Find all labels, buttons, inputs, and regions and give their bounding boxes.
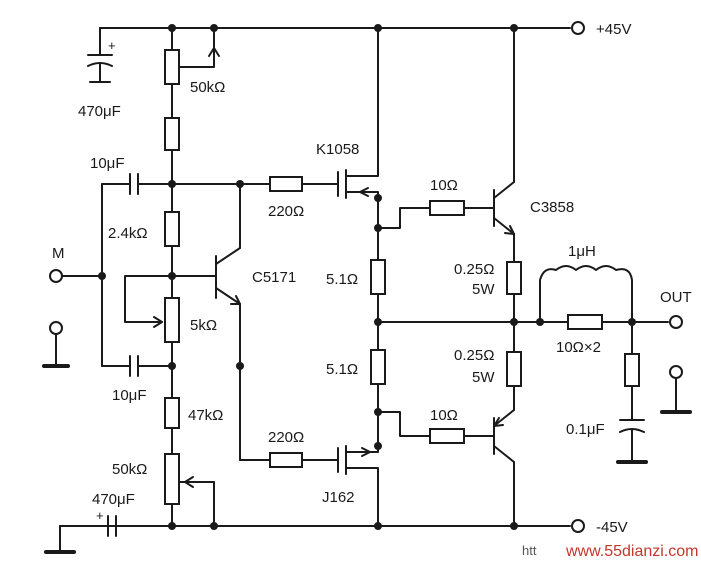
pot-5k — [164, 297, 180, 343]
driver-transistor: C5171 — [171, 180, 296, 461]
cap-470u-bot: + 470μF — [44, 491, 135, 554]
out-transistor-bot — [493, 385, 518, 530]
pot-5k-label: 5kΩ — [190, 317, 217, 334]
out-transistor-top: C3858 — [493, 24, 574, 263]
inductor-label: 1μH — [568, 243, 596, 260]
fet-top: K1058 — [316, 24, 382, 229]
res-51-top-label: 5.1Ω — [326, 271, 358, 288]
watermark-prefix: htt — [522, 543, 537, 558]
neg-supply-terminal — [571, 519, 585, 533]
bias-chain: 50kΩ 2.4kΩ 5kΩ 47kΩ 50kΩ — [108, 24, 225, 530]
fet-bot-label: J162 — [322, 489, 355, 506]
pot-50k-bot-label: 50kΩ — [112, 461, 147, 478]
input-label: M — [52, 245, 65, 262]
res-51-chain: 5.1Ω 5.1Ω — [326, 224, 386, 416]
res-025-bot — [506, 351, 522, 387]
output-label: OUT — [660, 289, 692, 306]
res-2k4-label: 2.4kΩ — [108, 225, 148, 242]
watermark: htt www.55dianzi.com — [522, 543, 699, 560]
pos-supply-terminal — [571, 21, 585, 35]
negative-rail: -45V — [59, 519, 628, 536]
watermark-site: www.55dianzi.com — [565, 543, 699, 560]
svg-text:+: + — [108, 38, 116, 53]
res-51-top — [370, 259, 386, 295]
positive-rail: +45V — [99, 21, 631, 38]
res-220-bot-label: 220Ω — [268, 429, 304, 446]
res-220-top — [269, 176, 303, 192]
res-10-top-label: 10Ω — [430, 177, 458, 194]
res-025-top-label: 0.25Ω — [454, 261, 494, 278]
pot-50k-top — [164, 49, 180, 85]
res-10x2-label: 10Ω×2 — [556, 339, 601, 356]
gate-resistors: 220Ω 220Ω — [239, 176, 339, 468]
input-terminal — [49, 269, 63, 283]
input-network: M 10μF 10μF — [42, 155, 173, 404]
emitter-resistors: 0.25Ω 5W 0.25Ω 5W — [454, 261, 522, 387]
res-51-bot — [370, 349, 386, 385]
res-10x2 — [567, 314, 603, 330]
cap-10u-bot-label: 10μF — [112, 387, 147, 404]
input-ground-terminal — [49, 321, 63, 335]
res-47k-label: 47kΩ — [188, 407, 223, 424]
driver-transistor-label: C5171 — [252, 269, 296, 286]
res-220-bot — [269, 452, 303, 468]
res-025-bot-watt: 5W — [472, 369, 495, 386]
res-10-top — [429, 200, 465, 216]
pos-supply-label: +45V — [596, 21, 631, 38]
cap-470u-bot-label: 470μF — [92, 491, 135, 508]
output-network: 1μH 10Ω×2 OUT 0.1μF — [377, 243, 692, 464]
res-10-bot-label: 10Ω — [430, 407, 458, 424]
fet-bot: J162 — [322, 411, 382, 530]
base-resistors: 10Ω 10Ω — [377, 177, 495, 444]
fet-top-label: K1058 — [316, 141, 359, 158]
cap-470u-top: + 470μF — [78, 27, 121, 120]
pot-50k-top-label: 50kΩ — [190, 79, 225, 96]
cap-01u-label: 0.1μF — [566, 421, 605, 438]
svg-text:+: + — [96, 508, 104, 523]
res-025-bot-label: 0.25Ω — [454, 347, 494, 364]
res-025-top — [506, 261, 522, 295]
cap-10u-top-label: 10μF — [90, 155, 125, 172]
out-transistor-top-label: C3858 — [530, 199, 574, 216]
output-terminal — [669, 315, 683, 329]
res-2k4 — [164, 211, 180, 247]
pot-50k-bot — [164, 453, 180, 505]
res-025-top-watt: 5W — [472, 281, 495, 298]
res-zobel — [624, 353, 640, 387]
res-47k — [164, 397, 180, 429]
res-51-bot-label: 5.1Ω — [326, 361, 358, 378]
res-220-top-label: 220Ω — [268, 203, 304, 220]
res-10-bot — [429, 428, 465, 444]
cap-470u-top-label: 470μF — [78, 103, 121, 120]
res-upper — [164, 117, 180, 151]
neg-supply-label: -45V — [596, 519, 628, 536]
output-ground-terminal — [669, 365, 683, 379]
